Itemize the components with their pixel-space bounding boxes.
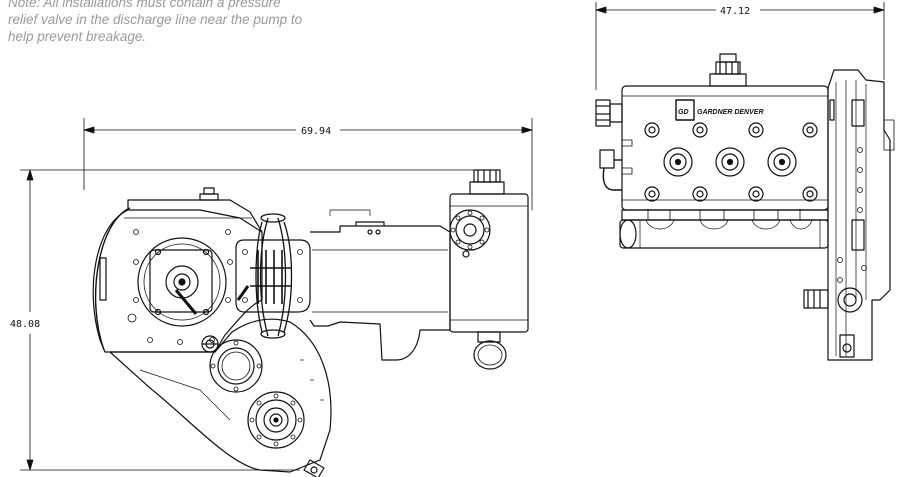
installation-note-line-2: relief valve in the discharge line near … [8,12,303,27]
side-height-dimension-line [20,169,480,471]
crankcase-housing [92,209,263,353]
front-view: 47.12 [595,2,895,361]
manifold-top-bolts [644,122,818,138]
installation-note: Note: All installations must contain a p… [8,0,348,45]
discharge-fitting [469,169,505,195]
housing-bolts [127,229,233,345]
extension-frame [309,225,451,361]
side-width-dimension-line [83,118,533,210]
side-height-dimension-label: 48.08 [10,319,40,330]
crosshead-rods [236,250,292,304]
installation-note-line-1: Note: All installations must contain a p… [8,0,281,10]
crankcase-rear-arc [94,207,131,351]
crosshead-frame [235,239,311,313]
manifold-bottom-bolts [644,186,818,202]
valve-covers [663,147,797,177]
fluid-end-block [449,193,529,333]
fill-cap [199,187,219,201]
power-end-side-plate [827,69,891,361]
crank-hub [137,237,227,327]
front-width-dimension-label: 47.12 [720,6,750,17]
left-gauge-fitting [599,149,622,191]
logo-text: GARDNER DENVER [697,109,764,116]
left-side-fitting [595,99,623,127]
crosshead-bolts [242,249,303,303]
idler-pulley [209,339,263,393]
small-valve [201,335,219,353]
side-view: 69.94 48.08 [10,118,533,477]
gearbox-housing [109,318,332,473]
pinion-shaft [803,287,863,358]
installation-note-line-3: help prevent breakage. [8,29,147,44]
suction-pipe [473,331,507,370]
side-width-dimension-label: 69.94 [301,126,331,137]
top-discharge-fitting [709,53,747,87]
crankcase-top [127,199,263,233]
drain-fitting [303,459,325,477]
gardner-denver-logo: GD GARDNER DENVER [675,99,764,121]
fluid-end-flange [449,209,491,251]
front-width-dimension-line [595,2,885,90]
suction-header [619,209,829,249]
logo-monogram: GD [678,109,689,116]
pinion-hub [247,391,305,449]
